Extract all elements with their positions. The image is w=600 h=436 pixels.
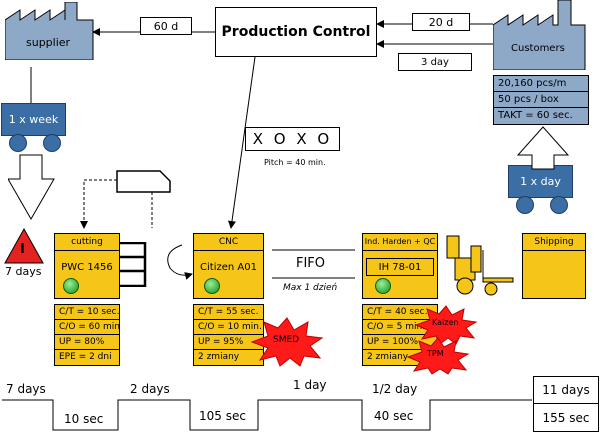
pitch-label: Pitch = 40 min. — [264, 158, 326, 167]
outbound-truck: 1 x day — [508, 165, 573, 222]
machine-label: IH 78-01 — [366, 258, 434, 276]
truck-wheel-icon — [9, 134, 27, 152]
process-box-cnc: CNC Citizen A01 — [193, 233, 264, 299]
customer-info-row: 50 pcs / box — [494, 92, 588, 108]
customer-schedule-label: 3 day — [398, 53, 472, 71]
customer-info-row: 20,160 pcs/m — [494, 76, 588, 92]
timeline-lead-time: 7 days — [6, 382, 46, 396]
customer-days-label: 20 d — [412, 13, 470, 31]
supplier-days-label: 60 d — [140, 17, 192, 35]
process-title: Ind. Harden + QC — [363, 234, 437, 251]
kaizen-label-kaizen: Kaizen — [432, 318, 459, 327]
customer-label: Customers — [511, 43, 565, 54]
data-box-cutting: C/T = 10 sec. C/O = 60 min. UP = 80% EPE… — [54, 304, 120, 366]
fifo-label: FIFO — [296, 256, 326, 271]
load-leveling-label: X O X O — [252, 130, 333, 148]
production-control-title: Production Control — [221, 24, 371, 40]
withdrawal-kanban-icon — [116, 170, 171, 193]
total-process-time: 155 sec — [542, 411, 590, 425]
timeline-process-time: 10 sec — [64, 412, 104, 426]
process-title: Shipping — [523, 234, 585, 251]
inventory-triangle-icon — [4, 228, 44, 264]
truck-wheel-icon — [516, 196, 534, 214]
supermarket-icon — [120, 242, 147, 287]
data-row: C/T = 40 sec. — [363, 305, 437, 320]
timeline-lead-time: 1 day — [293, 378, 327, 392]
timeline-lead-time: 1/2 day — [372, 382, 418, 396]
customer-factory-icon — [493, 0, 586, 70]
outbound-truck-label: 1 x day — [520, 175, 561, 188]
data-row: 2 zmiany — [367, 352, 409, 362]
data-row: C/T = 10 sec. — [55, 305, 119, 320]
data-row: 2 zmiany — [198, 352, 240, 362]
kaizen-burst-icon — [406, 337, 470, 375]
process-title: CNC — [194, 234, 263, 251]
supplier-label: supplier — [26, 36, 71, 49]
production-control-box: Production Control — [215, 7, 377, 57]
data-row: UP = 95% — [194, 335, 263, 350]
supplier-factory-icon — [5, 2, 94, 60]
data-row: C/O = 60 min. — [55, 320, 119, 335]
inbound-truck-body: 1 x week — [1, 103, 66, 136]
data-row: UP = 100% — [363, 335, 437, 350]
timeline-process-time: 40 sec — [374, 409, 414, 423]
fifo-max: Max 1 dzień — [283, 283, 338, 293]
load-leveling-box: X O X O — [245, 127, 340, 151]
truck-wheel-icon — [550, 196, 568, 214]
shipment-arrow-down-icon — [8, 67, 55, 221]
inventory-symbol: I — [20, 242, 25, 257]
data-row: EPE = 2 dni — [59, 352, 112, 362]
process-box-harden: Ind. Harden + QC IH 78-01 — [362, 233, 438, 299]
total-lead-time: 11 days — [534, 377, 598, 404]
inventory-days: 7 days — [5, 265, 42, 278]
machine-label: Citizen A01 — [197, 257, 260, 277]
data-box-cnc: C/T = 55 sec. C/O = 10 min. UP = 95% 2 z… — [193, 304, 264, 366]
data-row: UP = 80% — [55, 335, 119, 350]
timeline-process-time: 105 sec — [199, 409, 246, 423]
shipment-arrow-up-icon — [516, 126, 570, 170]
data-row: C/T = 55 sec. — [194, 305, 263, 320]
operator-icon — [63, 278, 79, 294]
outbound-truck-body: 1 x day — [508, 165, 573, 198]
process-box-cutting: cutting PWC 1456 — [54, 233, 120, 299]
inbound-truck: 1 x week — [1, 103, 66, 160]
data-row: C/O = 5 min. — [363, 320, 437, 335]
kaizen-burst-icon — [250, 317, 324, 367]
operator-icon — [204, 278, 220, 294]
operator-icon — [375, 278, 391, 294]
process-title: cutting — [55, 234, 119, 251]
customer-info-row: TAKT = 60 sec. — [498, 110, 573, 121]
kaizen-label-smed: SMED — [273, 335, 300, 345]
machine-label: PWC 1456 — [58, 257, 116, 277]
kaizen-burst-icon — [414, 305, 478, 345]
kaizen-label-tpm: TPM — [427, 349, 444, 358]
process-box-shipping: Shipping — [522, 233, 586, 299]
inbound-truck-label: 1 x week — [8, 113, 59, 126]
customer-info-table: 20,160 pcs/m 50 pcs / box TAKT = 60 sec. — [493, 75, 589, 125]
data-row: C/O = 10 min. — [194, 320, 263, 335]
forklift-icon — [446, 235, 514, 296]
truck-wheel-icon — [43, 134, 61, 152]
timeline-lead-time: 2 days — [130, 382, 170, 396]
timeline-totals-box: 11 days 155 sec — [533, 376, 599, 432]
